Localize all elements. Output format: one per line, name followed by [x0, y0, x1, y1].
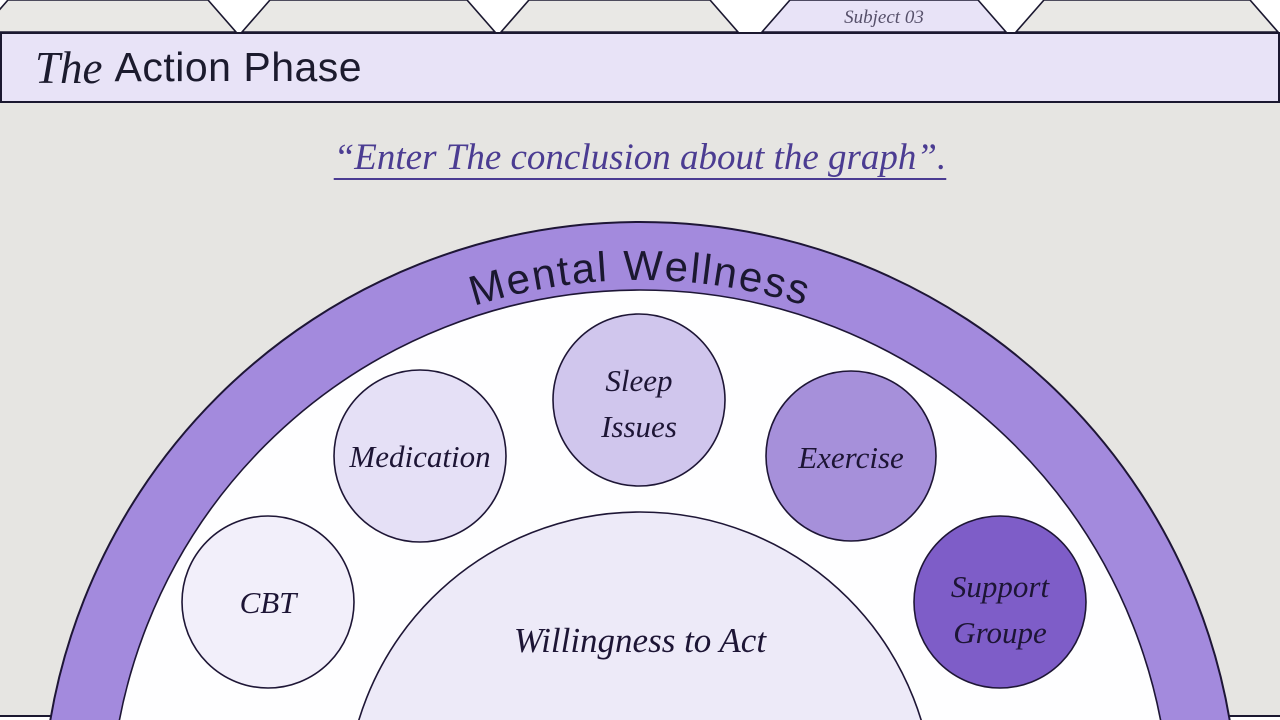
conclusion-placeholder-text: “Enter The conclusion about the graph”. — [333, 137, 947, 178]
circle-exercise — [765, 370, 937, 542]
willingness-circle — [358, 511, 922, 720]
tab-subject-03[interactable] — [760, 0, 1008, 32]
circle-support-group-label-line2: Groupe — [953, 615, 1047, 650]
page-title: Action Phase — [114, 44, 363, 90]
slide-header: The Action Phase — [0, 32, 1280, 103]
tab-blank-3[interactable] — [499, 0, 740, 32]
circle-cbt — [181, 515, 355, 689]
circle-exercise-label: Exercise — [797, 440, 904, 475]
circle-sleep-issues-label-line1: Sleep — [605, 363, 672, 398]
page-title-accent: The — [35, 42, 103, 93]
tab-blank-1[interactable] — [0, 0, 238, 32]
circle-support-group — [913, 515, 1087, 689]
circle-sleep-issues-label-line2: Issues — [600, 409, 677, 444]
tab-blank-4[interactable] — [1014, 0, 1280, 32]
top-tabs-strip: Subject 03 — [0, 0, 1280, 32]
willingness-label: Willingness to Act — [514, 621, 767, 660]
mental-wellness-diagram: Mental Wellness Willingness to Act CBT M… — [49, 221, 1231, 720]
circle-cbt-label: CBT — [240, 585, 300, 620]
circle-medication — [333, 369, 507, 543]
circle-support-group-label-line1: Support — [951, 569, 1051, 604]
tab-subject-03-label: Subject 03 — [844, 7, 924, 28]
circle-medication-label: Medication — [348, 439, 490, 474]
tab-blank-2[interactable] — [240, 0, 497, 32]
circle-sleep-issues — [552, 313, 726, 487]
